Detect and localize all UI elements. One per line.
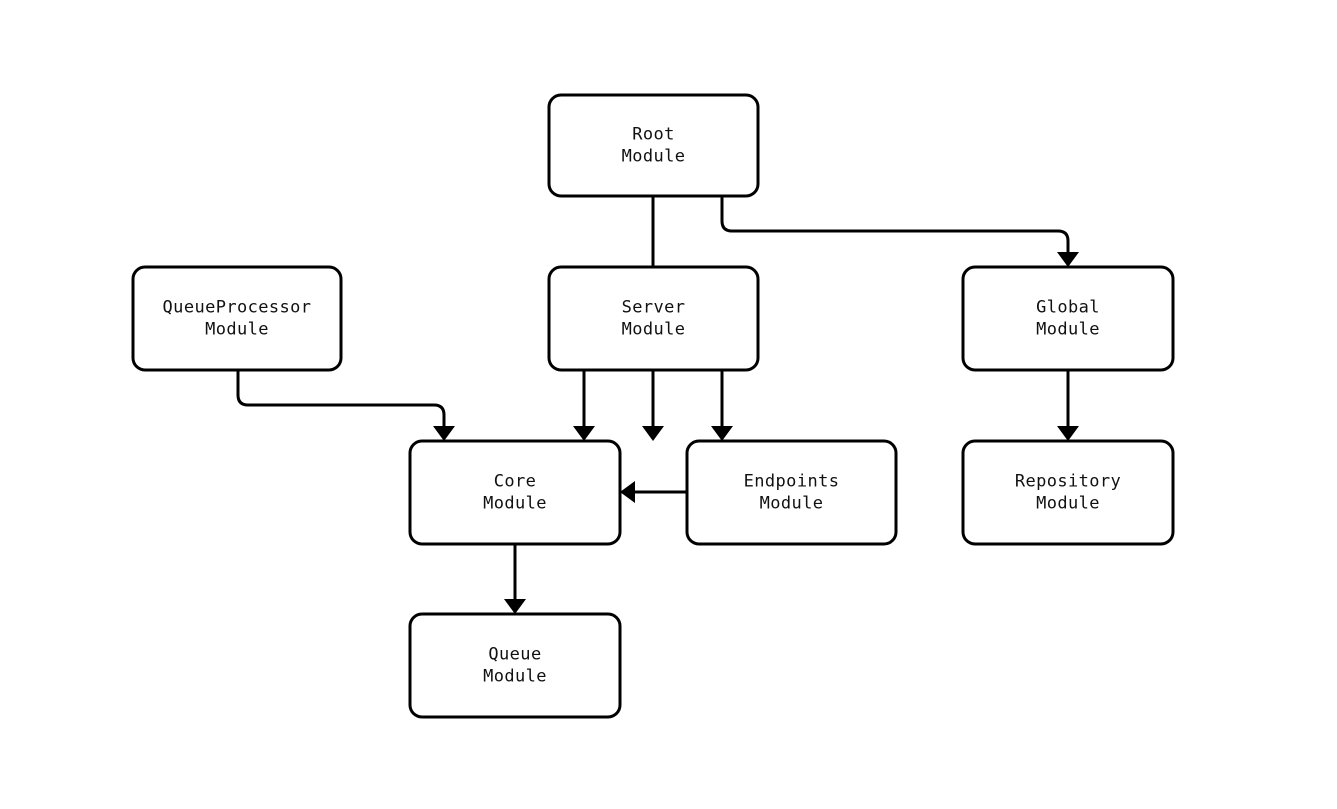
arrowhead-root-to-global xyxy=(1057,252,1079,267)
nodes-layer: RootModuleQueueProcessorModuleServerModu… xyxy=(131,93,1175,719)
arrowhead-core-to-queue xyxy=(504,599,526,614)
edge-endpoints-to-core: Endpoints Module depends on Core Module xyxy=(620,481,687,503)
node-label-line2-global: Module xyxy=(1036,320,1100,340)
edge-line-queueprocessor-to-core xyxy=(236,370,446,430)
node-label-line2-core: Module xyxy=(483,494,547,514)
arrowhead-server-to-core xyxy=(573,426,595,441)
node-label-line2-server: Module xyxy=(622,320,686,340)
arrowhead-server-to-endpoints xyxy=(711,426,733,441)
node-label-line1-server: Server xyxy=(622,298,686,318)
node-label-line1-queue: Queue xyxy=(488,645,541,665)
arrowhead-endpoints-to-core xyxy=(620,481,635,503)
node-box-queueprocessor[interactable] xyxy=(131,265,343,372)
edges-layer: Root Module depends on Server ModuleRoot… xyxy=(236,196,1079,614)
node-label-line1-endpoints: Endpoints xyxy=(744,472,840,492)
edge-server-to-core: Server Module depends on Core Module xyxy=(573,370,595,441)
node-label-line2-repository: Module xyxy=(1036,494,1100,514)
node-box-global[interactable] xyxy=(961,265,1175,372)
node-label-line2-endpoints: Module xyxy=(760,494,824,514)
node-label-line1-global: Global xyxy=(1036,298,1100,318)
arrowhead-global-to-repository xyxy=(1057,426,1079,441)
edge-global-to-repository: Global Module depends on Repository Modu… xyxy=(1057,370,1079,441)
node-box-root[interactable] xyxy=(547,93,760,198)
edge-root-to-global: Root Module depends on Global Module xyxy=(720,196,1079,267)
node-label-line1-root: Root xyxy=(632,125,675,145)
arrowhead-root-to-server xyxy=(642,426,664,441)
node-label-line1-core: Core xyxy=(494,472,537,492)
node-box-endpoints[interactable] xyxy=(685,439,898,546)
edge-queueprocessor-to-core: QueueProcessor Module depends on Core Mo… xyxy=(236,370,455,441)
node-label-line2-queue: Module xyxy=(483,667,547,687)
node-label-line2-root: Module xyxy=(622,147,686,167)
node-box-repository[interactable] xyxy=(961,439,1175,546)
node-label-line1-repository: Repository xyxy=(1015,472,1121,492)
node-box-queue[interactable] xyxy=(408,612,622,719)
node-box-core[interactable] xyxy=(408,439,622,546)
edge-line-root-to-global xyxy=(720,196,1070,256)
node-label-line2-queueprocessor: Module xyxy=(205,320,269,340)
edge-core-to-queue: Core Module depends on Queue Module xyxy=(504,544,526,614)
node-box-server[interactable] xyxy=(547,265,760,372)
node-label-line1-queueprocessor: QueueProcessor xyxy=(163,298,312,318)
edge-server-to-endpoints: Server Module depends on Endpoints Modul… xyxy=(711,370,733,441)
arrowhead-queueprocessor-to-core xyxy=(433,426,455,441)
